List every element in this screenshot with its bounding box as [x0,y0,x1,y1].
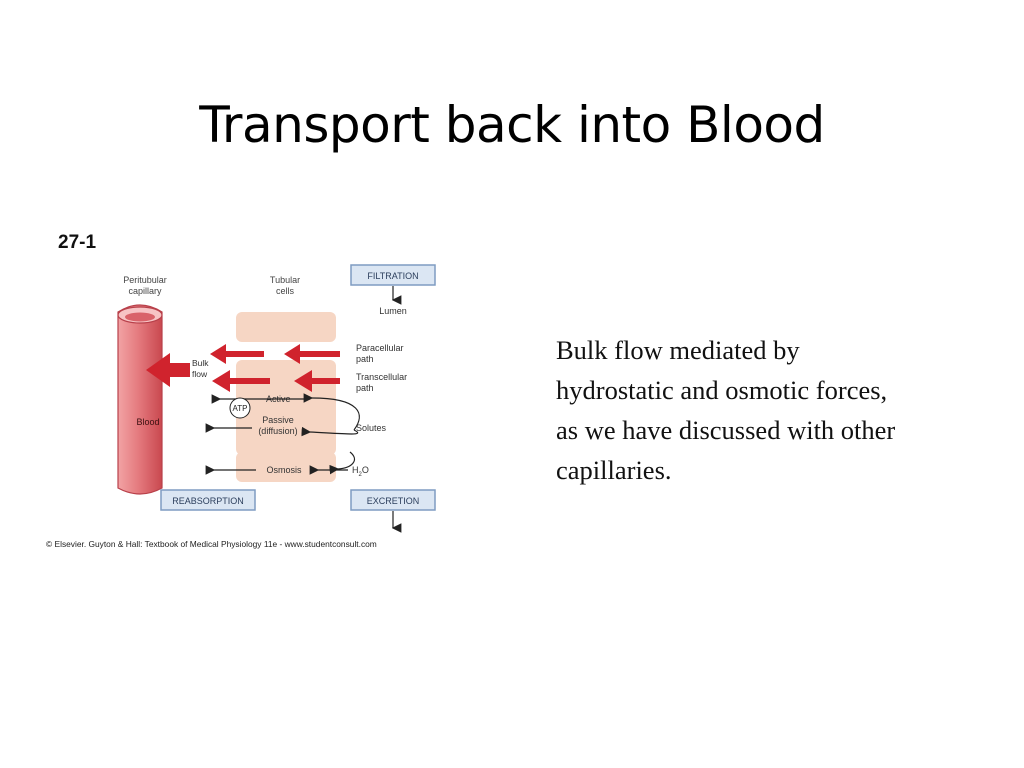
atp-circle [229,397,251,419]
tubular-cell-2 [236,360,336,455]
paracellular-arrow-lumen [284,344,340,364]
body-line-4: capillaries. [556,455,672,485]
lumen-label: Lumen [379,306,407,316]
peritubular-capillary [117,304,163,495]
peritubular-label-line1: Peritubular [123,275,167,285]
paracellular-label-line2: path [356,354,374,364]
bulk-flow-arrow [146,353,190,387]
bulk-flow-label-line1: Bulk [192,358,209,368]
water-label: H2O [352,465,369,478]
filtration-label: FILTRATION [367,271,418,281]
figure-number: 27-1 [58,232,96,253]
body-line-2: hydrostatic and osmotic forces, [556,375,888,405]
excretion-box [350,489,436,511]
osmosis-label: Osmosis [266,465,302,475]
tubular-label-line2: cells [276,286,295,296]
excretion-label: EXCRETION [367,496,420,506]
kidney-transport-figure: 27-1 Peritubular capillary Tubular cells… [40,220,520,560]
body-line-1: Bulk flow mediated by [556,335,800,365]
passive-label-line1: Passive [262,415,294,425]
paracellular-label-line1: Paracellular [356,343,404,353]
figure-svg: 27-1 Peritubular capillary Tubular cells… [46,232,436,549]
capillary-lumen [125,312,155,322]
slide-title: Transport back into Blood [199,95,825,154]
transcellular-label-line1: Transcellular [356,372,407,382]
solutes-arrow-passive [301,426,359,437]
water-curve-arrow [329,451,355,475]
slide-body-text: Bulk flow mediated by hydrostatic and os… [556,330,996,490]
tubular-cell-1 [236,312,336,342]
reabsorption-label: REABSORPTION [172,496,244,506]
transcellular-arrow-lumen [294,370,340,392]
body-line-3: as we have discussed with other [556,415,896,445]
transcellular-arrow-blood [212,370,270,392]
paracellular-arrow-blood [210,344,264,364]
solutes-label: Solutes [356,423,387,433]
filtration-box [350,264,436,286]
figure-credit: © Elsevier. Guyton & Hall: Textbook of M… [46,539,377,549]
atp-label: ATP [233,404,248,413]
blood-label: Blood [136,417,159,427]
tubular-label-line1: Tubular [270,275,300,285]
reabsorption-box [160,489,256,511]
transcellular-label-line2: path [356,383,374,393]
peritubular-label-line2: capillary [128,286,162,296]
passive-label-line2: (diffusion) [258,426,297,436]
bulk-flow-label-line2: flow [192,369,208,379]
solutes-arrow-active [303,393,360,431]
